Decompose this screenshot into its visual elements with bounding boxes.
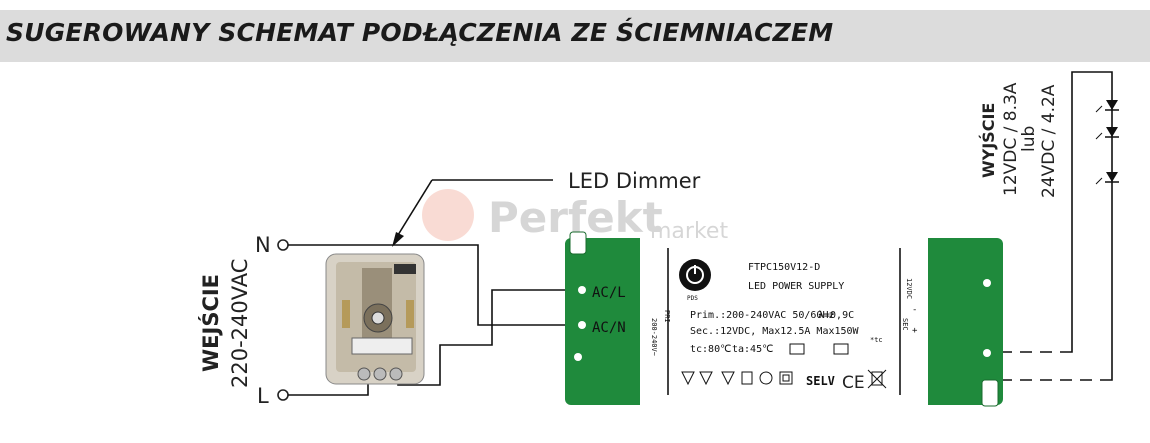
weee-bin-icon (867, 369, 887, 389)
screw-icon (574, 353, 582, 361)
header-bar: SUGEROWANY SCHEMAT PODŁĄCZENIA ZE ŚCIEMN… (0, 10, 1150, 62)
wire-n-to-acn (288, 244, 585, 326)
mount-notch-icon (569, 231, 587, 255)
psu-brand-badge: PDS (687, 295, 698, 302)
cert-icon (833, 343, 849, 355)
mount-notch-icon (981, 379, 999, 407)
psu-sec: Sec.:12VDC, Max12.5A Max150W (690, 326, 860, 337)
watermark-logo-icon (422, 189, 474, 241)
power-button-icon (679, 259, 711, 291)
psu-selv: SELV (806, 374, 835, 388)
psu-name: LED POWER SUPPLY (748, 281, 844, 292)
terminal-n-icon (277, 239, 289, 251)
output-line3: 24VDC / 4.2A (1039, 84, 1059, 198)
output-dash-gaps (1012, 349, 1100, 383)
psu-pri-side: PRI (663, 310, 671, 323)
terminal-l-label: L (257, 384, 269, 408)
screw-icon (578, 321, 586, 329)
cert-symbols-icon (681, 371, 793, 386)
terminal-n-label: N (255, 233, 271, 257)
psu-ce: CE (842, 373, 865, 393)
output-title: WYJŚCIE (979, 103, 998, 178)
psu-input-acn: AC/N (592, 320, 626, 336)
psu-tc: tc:80℃ (690, 344, 731, 355)
output-line2: lub (1019, 126, 1039, 152)
input-title: WEJŚCIE (198, 274, 223, 372)
led-string (1095, 100, 1119, 185)
dimmer-module-icon (325, 253, 425, 385)
dimmer-arrow-icon (392, 232, 404, 247)
page-title: SUGEROWANY SCHEMAT PODŁĄCZENIA ZE ŚCIEMN… (6, 18, 834, 47)
power-supply: AC/L AC/N PRI 200-240V~ SEC 12VDC - + PD… (565, 231, 1003, 407)
screw-icon (578, 286, 586, 294)
psu-prim: Prim.:200-240VAC 50/60Hz (690, 310, 835, 321)
screw-icon (983, 279, 991, 287)
psu-input-acl: AC/L (592, 285, 626, 301)
screw-icon (983, 349, 991, 357)
terminal-l-icon (277, 389, 289, 401)
psu-lambda: λ=0,9C (818, 310, 854, 321)
psu-pri-rating: 200-240V~ (650, 318, 658, 356)
output-line1: 12VDC / 8.3A (1001, 82, 1021, 196)
dimmer-label: LED Dimmer (568, 169, 701, 193)
led-icon (1095, 127, 1119, 140)
psu-tc-mark: *tc (870, 336, 883, 344)
psu-plus: + (912, 326, 918, 336)
led-icon (1095, 172, 1119, 185)
psu-model: FTPC150V12-D (748, 262, 820, 273)
cert-icon (789, 343, 805, 355)
psu-sec-rating: 12VDC (905, 278, 913, 299)
wire-dimmer-to-acl (397, 289, 585, 386)
psu-ta: ta:45℃ (732, 344, 773, 355)
input-voltage: 220-240VAC (228, 259, 252, 388)
dimmer-leader-diag (397, 179, 433, 236)
led-icon (1095, 100, 1119, 113)
psu-sec-side: SEC (901, 318, 909, 331)
psu-minus: - (912, 305, 917, 315)
